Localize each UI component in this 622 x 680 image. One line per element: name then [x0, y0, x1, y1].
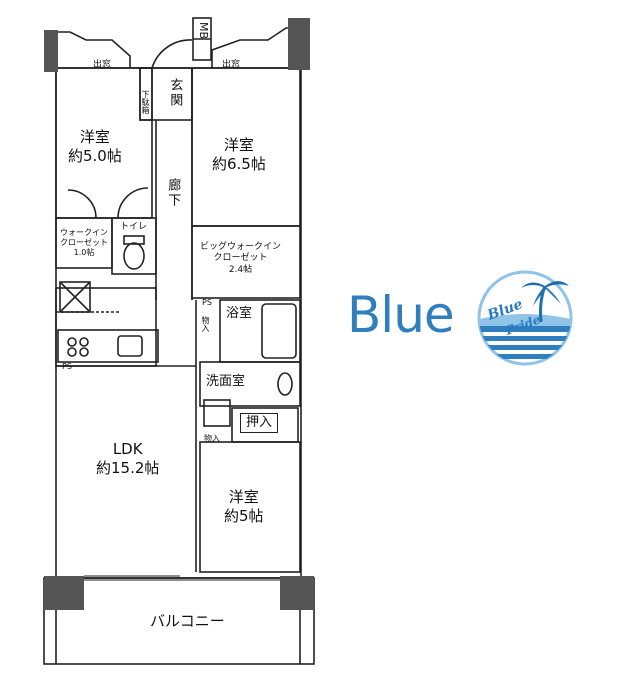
room-name: 洋室: [223, 136, 254, 154]
room-label-window-right: 出窓: [222, 60, 241, 70]
room-label-entrance: 玄関: [167, 78, 183, 108]
room-label-shoe-storage: 下駄箱: [141, 90, 150, 114]
room-size: 約15.2帖: [96, 458, 160, 477]
room-label-ps-2: PS: [62, 362, 72, 371]
washroom-outline: [199, 361, 301, 407]
room-size: 約5.0帖: [68, 146, 122, 165]
room-label-oshiire: 押入: [240, 413, 279, 434]
room-label-western-nw: 洋室 約5.0帖: [68, 128, 122, 166]
room-label-big-walk-in-closet: ビッグウォークイン クローゼット 2.4帖: [200, 242, 282, 275]
washing-machine-space: [203, 399, 231, 427]
room-label-bath: 浴室: [226, 306, 253, 321]
blue-pride-logo: Blue Blue Pride: [345, 268, 585, 368]
room-label-storage-2: 物入: [204, 434, 220, 443]
room-label-mb: MB: [196, 22, 210, 40]
pillar: [288, 18, 310, 70]
room-label-corridor: 廊下: [165, 178, 181, 208]
palm-badge-icon: [477, 270, 573, 366]
pillar: [280, 576, 314, 610]
room-label-ps-1: PS: [202, 298, 212, 307]
room-label-western-se: 洋室 約5帖: [224, 488, 264, 526]
room-label-washroom: 洗面室: [206, 374, 246, 389]
kitchen-counter: [57, 329, 159, 363]
room-size: 約6.5帖: [212, 154, 266, 173]
entrance-door-arc: [151, 39, 193, 69]
room-name: LDK: [112, 440, 143, 458]
room-label-western-ne: 洋室 約6.5帖: [212, 136, 266, 174]
room-label-walk-in-closet: ウォークイン クローゼット 1.0帖: [60, 228, 108, 257]
room-label-toilet: トイレ: [120, 222, 148, 232]
room-size: 約5帖: [224, 506, 264, 525]
fridge-space: [59, 281, 91, 313]
logo-wordmark: Blue: [347, 286, 455, 344]
balcony-outline: [43, 577, 315, 665]
room-label-ldk: LDK 約15.2帖: [96, 440, 159, 478]
room-name: 洋室: [79, 128, 110, 146]
big-walk-in-closet-outline: [191, 225, 301, 299]
room-label-storage-1: 物入: [201, 316, 210, 332]
room-label-balcony: バルコニー: [150, 612, 225, 630]
room-label-window-left: 出窓: [93, 60, 112, 70]
pillar: [44, 30, 58, 72]
room-name: 洋室: [228, 488, 259, 506]
sink: [117, 335, 143, 357]
pillar: [44, 576, 84, 610]
room-wall-se: [199, 441, 301, 573]
toilet-outline: [111, 217, 157, 275]
